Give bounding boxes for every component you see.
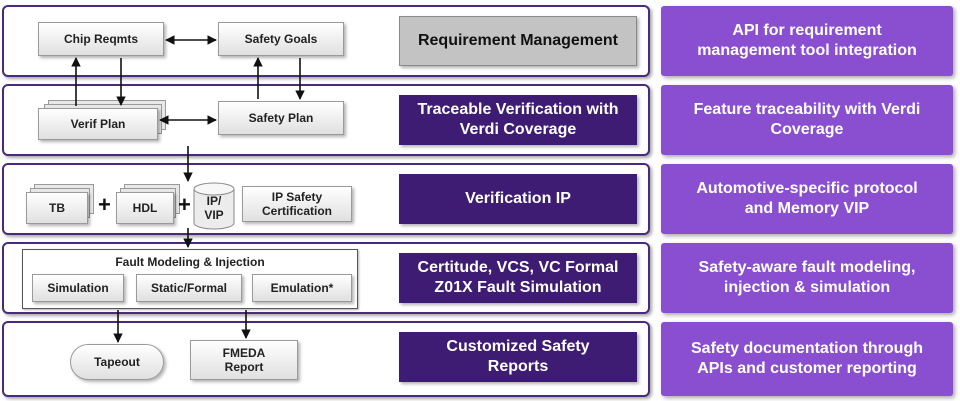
fault-tools-label: Certitude, VCS, VC Formal Z01X Fault Sim… [399,253,637,303]
plus-sign: + [178,192,191,217]
side-fault-modeling: Safety-aware fault modeling, injection &… [661,243,953,313]
safety-goals-box: Safety Goals [218,22,344,56]
tb-box: TB [26,192,88,224]
customized-reports-label: Customized Safety Reports [399,332,637,382]
emulation-box: Emulation* [252,274,352,302]
verification-ip-label: Verification IP [399,174,637,224]
ip-safety-certification-box: IP Safety Certification [242,186,352,222]
side-feature-traceability: Feature traceability with Verdi Coverage [661,85,953,155]
ip-vip-label: IP/ VIP [204,194,224,222]
tapeout-box: Tapeout [70,344,164,380]
fault-modeling-title: Fault Modeling & Injection [115,255,265,269]
static-formal-box: Static/Formal [136,274,242,302]
simulation-box: Simulation [32,274,124,302]
hdl-box: HDL [116,192,174,224]
plus-sign: + [98,192,111,217]
side-automotive-vip: Automotive-specific protocol and Memory … [661,164,953,234]
database-icon [193,182,235,230]
safety-plan-box: Safety Plan [218,101,344,135]
chip-reqmts-box: Chip Reqmts [38,22,164,56]
side-api-requirements: API for requirement management tool inte… [661,6,953,76]
fmeda-report-box: FMEDA Report [190,340,298,380]
side-safety-documentation: Safety documentation through APIs and cu… [661,322,953,396]
requirement-management-label: Requirement Management [399,16,637,66]
verif-plan-box: Verif Plan [38,108,158,140]
traceable-verification-label: Traceable Verification with Verdi Covera… [399,95,637,145]
